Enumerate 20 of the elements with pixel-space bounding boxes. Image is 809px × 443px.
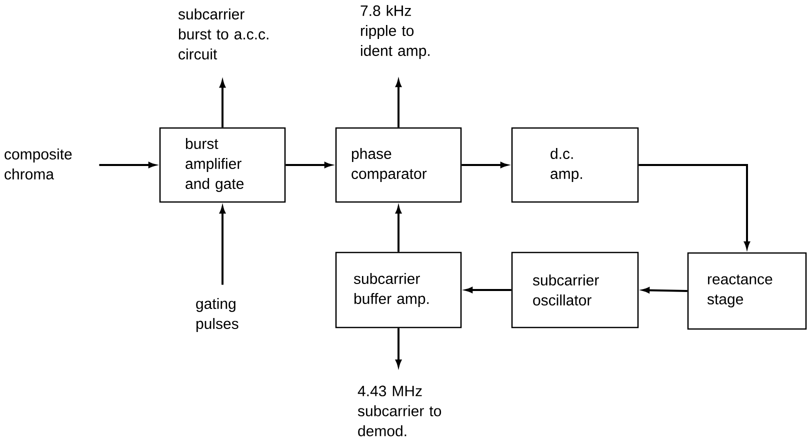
process-box: subcarrier oscillator (511, 252, 639, 328)
process-box: reactance stage (687, 252, 807, 330)
arrow (220, 206, 226, 285)
arrow (99, 162, 156, 168)
arrow (642, 287, 688, 294)
arrow (465, 287, 512, 293)
signal-label: 4.43 MHz subcarrier to demod. (358, 386, 442, 436)
arrow (462, 162, 508, 168)
process-box: phase comparator (335, 127, 462, 203)
signal-label: composite chroma (4, 148, 72, 180)
process-box: burst amplifier and gate (159, 127, 286, 203)
signal-label: gating pulses (196, 298, 238, 332)
signal-label: 7.8 kHz ripple to ident amp. (360, 5, 430, 59)
arrow (396, 328, 402, 367)
signal-label: subcarrier burst to a.c.c. circuit (178, 8, 268, 60)
arrow (396, 206, 402, 252)
process-box: subcarrier buffer amp. (335, 252, 462, 328)
arrow (286, 162, 332, 168)
arrow (638, 164, 750, 249)
process-box: d.c. amp. (511, 127, 639, 203)
